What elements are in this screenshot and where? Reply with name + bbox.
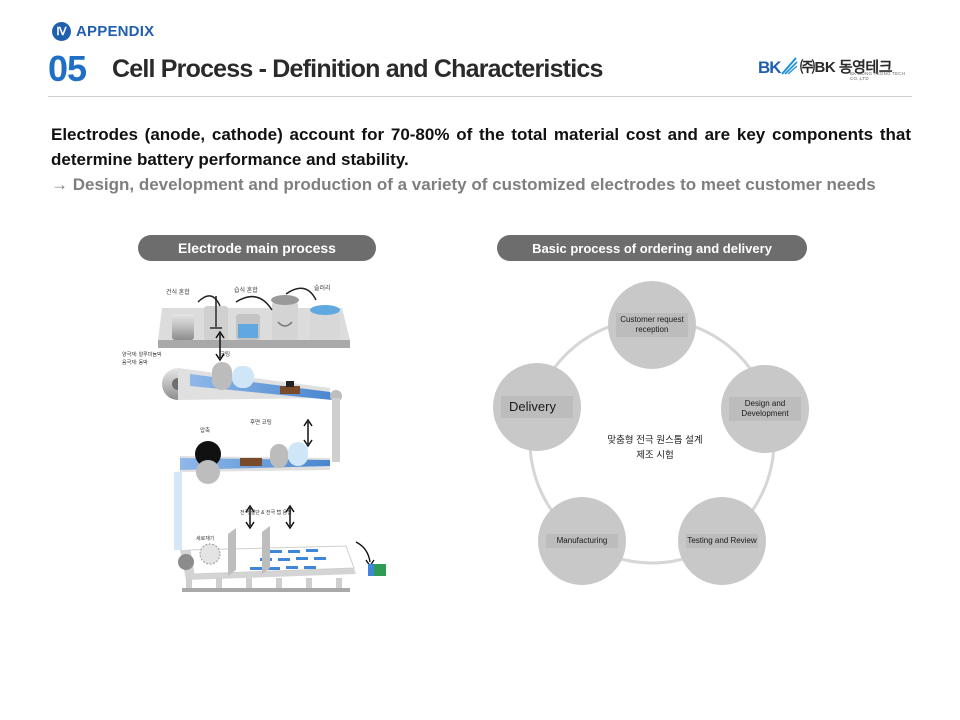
slurry-tank — [310, 305, 340, 340]
disperser-tank — [271, 295, 299, 340]
appendix-tag: Ⅳ APPENDIX — [52, 22, 154, 41]
mixing-stage: 건식 혼합 습식 혼합 슬러리 — [158, 284, 350, 348]
electrode-process-illustration: 건식 혼합 습식 혼합 슬러리 양극재: 알루미늄박 음극재: 동박 코팅 압축 — [122, 284, 386, 592]
node-design-label: Design and Development — [729, 397, 801, 421]
section-number: 05 — [48, 48, 87, 89]
coating-label: 코팅 — [220, 351, 230, 358]
company-logo: BK ㈜BK 동영테크 BK DONG YEONG TECH CO.,LTD — [758, 54, 918, 82]
node-customer-request: Customer request reception — [608, 281, 696, 369]
logo-wing-icon — [781, 57, 798, 75]
logo-company-name: ㈜BK 동영테크 — [800, 59, 893, 76]
cycle-center-text: 맞춤형 전극 원스톱 설계 제조 시험 — [585, 433, 725, 463]
slurry-label: 슬러리 — [314, 284, 331, 292]
order-delivery-pill: Basic process of ordering and delivery — [497, 235, 807, 261]
center-line-2: 제조 시험 — [636, 450, 674, 461]
center-line-1: 맞춤형 전극 원스톱 설계 — [607, 435, 703, 446]
mixer-tank — [236, 314, 260, 340]
logo-subtitle: BK DONG YEONG TECH CO.,LTD — [850, 71, 906, 81]
press-stage: 압축 후면 코팅 — [180, 398, 340, 484]
node-testing-label: Testing and Review — [686, 534, 758, 548]
coating-stage: 코팅 — [162, 330, 342, 402]
dry-mix-label: 건식 혼합 — [166, 288, 190, 296]
cleaner-label: 세로재기 — [196, 535, 214, 542]
cut-weld-label: 전극 절단 & 전극 탭 용접 — [240, 509, 292, 516]
page-title: Cell Process - Definition and Characteri… — [112, 55, 603, 83]
foil-label-anode: 음극재: 동박 — [122, 359, 148, 366]
order-delivery-cycle: Customer request reception Design and De… — [490, 275, 820, 595]
dry-mix-tank — [172, 314, 194, 340]
node-design-development: Design and Development — [721, 365, 809, 453]
appendix-label: APPENDIX — [76, 23, 155, 40]
wet-mix-label: 습식 혼합 — [234, 286, 258, 294]
lead-paragraph: Electrodes (anode, cathode) account for … — [51, 125, 911, 169]
foil-label-cathode: 양극재: 알루미늄박 — [122, 351, 162, 358]
cutting-stage: 전극 절단 & 전극 탭 용접 세로재기 — [174, 472, 386, 592]
node-manufacturing-label: Manufacturing — [546, 534, 618, 548]
node-manufacturing: Manufacturing — [538, 497, 626, 585]
node-delivery: Delivery — [493, 363, 581, 451]
electrode-process-pill: Electrode main process — [138, 235, 376, 261]
appendix-badge-icon: Ⅳ — [52, 22, 71, 41]
header-divider — [48, 96, 912, 97]
node-customer-label: Customer request reception — [616, 313, 688, 337]
press-label: 압축 — [200, 426, 210, 434]
logo-bk-mark: BK — [758, 58, 782, 77]
follow-paragraph: → Design, development and production of … — [51, 175, 876, 194]
node-delivery-label: Delivery — [501, 396, 573, 418]
node-testing-review: Testing and Review — [678, 497, 766, 585]
back-coating-label: 후면 코팅 — [250, 418, 272, 426]
wet-mix-tank — [204, 296, 228, 340]
